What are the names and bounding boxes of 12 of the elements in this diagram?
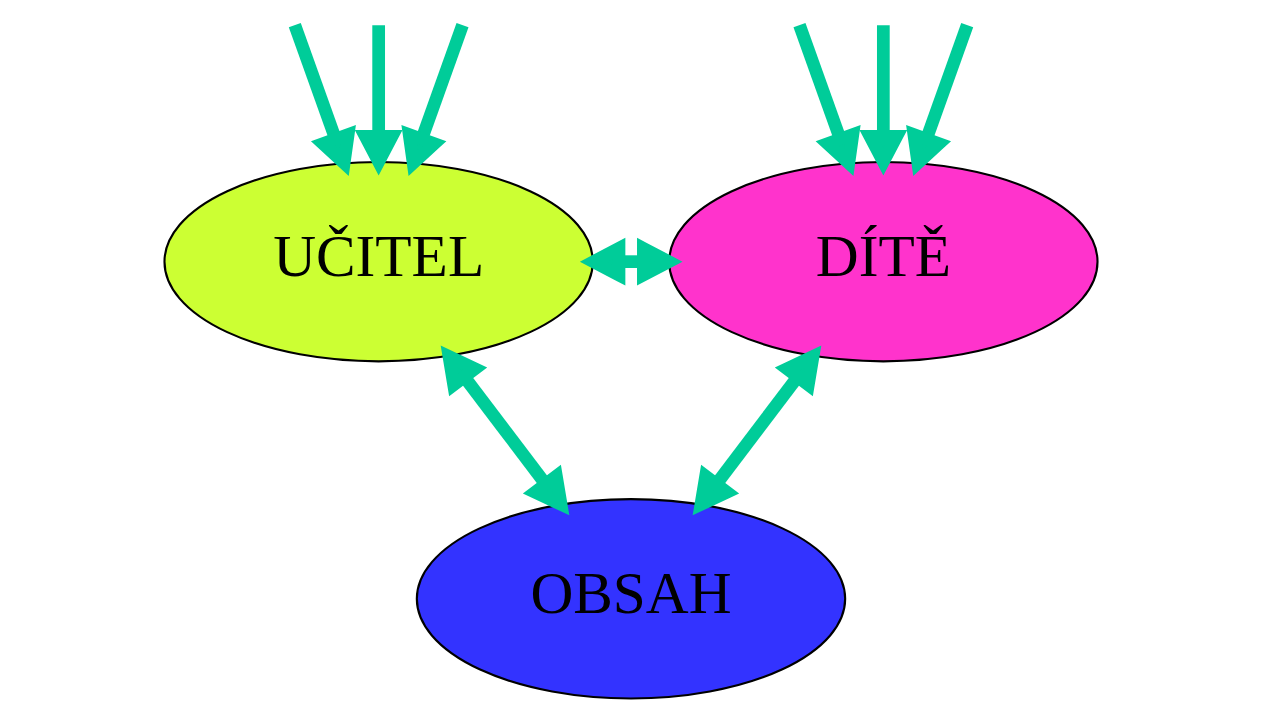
arrow (354, 25, 403, 176)
node-ellipse: UČITEL (163, 160, 594, 363)
arrow (793, 23, 861, 176)
arrow (579, 237, 683, 286)
arrow (859, 25, 908, 176)
arrow (401, 23, 469, 176)
arrow (692, 345, 822, 516)
node-ellipse: DÍTĚ (668, 160, 1099, 363)
arrow (440, 345, 570, 516)
arrow (906, 23, 974, 176)
arrow (288, 23, 356, 176)
node-ellipse: OBSAH (415, 498, 847, 700)
